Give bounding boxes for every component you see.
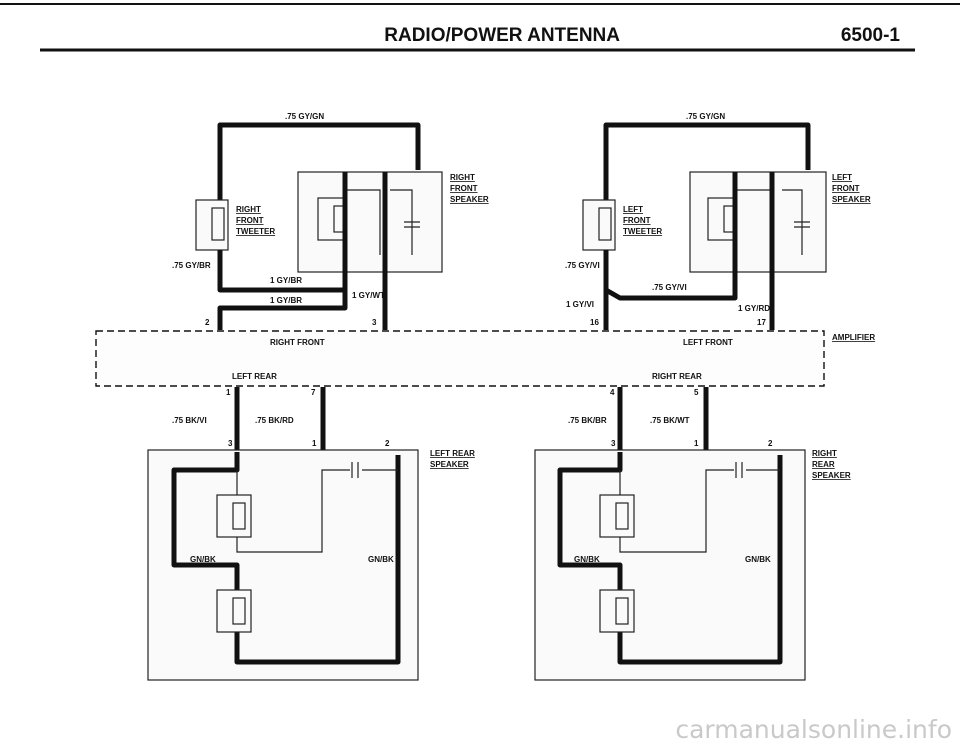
lf-wire-a-label: .75 GY/VI bbox=[652, 283, 687, 292]
lr-capacitor bbox=[351, 462, 359, 478]
lf-wire-a bbox=[603, 250, 738, 330]
rf-wire-b bbox=[217, 290, 348, 330]
rf-wire-a-label: 1 GY/BR bbox=[270, 276, 302, 285]
lf-speaker-label-3: SPEAKER bbox=[832, 195, 871, 204]
lr-term-3: 3 bbox=[228, 439, 233, 448]
lr-pin-b: 7 bbox=[311, 388, 316, 397]
lf-wire-b-label: 1 GY/VI bbox=[566, 300, 594, 309]
rr-speaker-label-3: SPEAKER bbox=[812, 471, 851, 480]
rf-wire-tweeter-label: .75 GY/BR bbox=[172, 261, 211, 270]
lr-speaker-upper-icon bbox=[216, 494, 252, 538]
lf-tweeter-label-3: TWEETER bbox=[623, 227, 662, 236]
lf-speaker-label-1: LEFT bbox=[832, 173, 852, 182]
rr-ground-right-label: GN/BK bbox=[745, 555, 771, 564]
lf-wire-tweeter-label: .75 GY/VI bbox=[565, 261, 600, 270]
rf-wire-top-label: .75 GY/GN bbox=[285, 112, 324, 121]
lf-tweeter-label-2: FRONT bbox=[623, 216, 651, 225]
lf-tweeter-coil bbox=[598, 207, 612, 241]
rf-speaker-label-2: FRONT bbox=[450, 184, 478, 193]
rf-wire-c-label: 1 GY/WT bbox=[352, 291, 385, 300]
lf-tweeter-label-1: LEFT bbox=[623, 205, 643, 214]
rr-ground-left-label: GN/BK bbox=[574, 555, 600, 564]
lr-internal-net bbox=[236, 469, 398, 553]
rr-term-1: 1 bbox=[694, 439, 699, 448]
lf-wire-top-label: .75 GY/GN bbox=[686, 112, 725, 121]
lr-ground-left-label: GN/BK bbox=[190, 555, 216, 564]
rf-wire-top bbox=[217, 122, 421, 240]
rr-term-2: 2 bbox=[768, 439, 773, 448]
left-front-circuit: .75 GY/GN LEFT FRONT SPEAKER LEFT FRONT … bbox=[565, 112, 871, 330]
rr-speaker-lower-coil bbox=[615, 597, 629, 625]
rr-term-3: 3 bbox=[611, 439, 616, 448]
amp-right-front-label: RIGHT FRONT bbox=[270, 338, 325, 347]
rf-speaker-box bbox=[297, 171, 443, 273]
lr-ground-right-label: GN/BK bbox=[368, 555, 394, 564]
lr-speaker-lower-icon bbox=[216, 589, 252, 633]
amplifier-box bbox=[95, 330, 825, 387]
rr-capacitor bbox=[735, 462, 743, 478]
lr-wire-b-label: .75 BK/RD bbox=[255, 416, 294, 425]
amp-right-rear-label: RIGHT REAR bbox=[652, 372, 702, 381]
lr-term-1: 1 bbox=[312, 439, 317, 448]
rf-tweeter-label-2: FRONT bbox=[236, 216, 264, 225]
right-front-circuit: .75 GY/GN RIGHT FRONT SPEAKER RIGHT FRON… bbox=[172, 112, 489, 330]
lr-speaker-upper-coil bbox=[232, 502, 246, 530]
right-rear-circuit: 4 5 .75 BK/BR .75 BK/WT 3 1 2 RIGHT REAR… bbox=[534, 387, 851, 681]
rr-wire-a-label: .75 BK/BR bbox=[568, 416, 607, 425]
rr-speaker-label-2: REAR bbox=[812, 460, 835, 469]
lf-speaker-label-2: FRONT bbox=[832, 184, 860, 193]
rf-speaker-label-3: SPEAKER bbox=[450, 195, 489, 204]
rf-speaker-label-1: RIGHT bbox=[450, 173, 475, 182]
rr-speaker-upper-coil bbox=[615, 502, 629, 530]
amp-left-front-label: LEFT FRONT bbox=[683, 338, 733, 347]
rf-pin-a: 2 bbox=[205, 318, 210, 327]
rr-pin-a: 4 bbox=[610, 388, 615, 397]
lr-speaker-lower-coil bbox=[232, 597, 246, 625]
rr-pin-b: 5 bbox=[694, 388, 699, 397]
rr-speaker-lower-icon bbox=[599, 589, 635, 633]
rr-speaker-upper-icon bbox=[599, 494, 635, 538]
lr-speaker-label-1: LEFT REAR bbox=[430, 449, 475, 458]
lr-wire-a-label: .75 BK/VI bbox=[172, 416, 207, 425]
rf-speaker-internal bbox=[346, 189, 420, 255]
rf-tweeter-label-3: TWEETER bbox=[236, 227, 275, 236]
lr-term-2: 2 bbox=[385, 439, 390, 448]
lf-wire-top bbox=[603, 122, 811, 240]
watermark: carmanualsonline.info bbox=[675, 715, 952, 744]
lr-pin-a: 1 bbox=[226, 388, 231, 397]
rf-tweeter-label-1: RIGHT bbox=[236, 205, 261, 214]
rf-pin-b: 3 bbox=[372, 318, 377, 327]
amplifier-label: AMPLIFIER bbox=[832, 333, 875, 342]
rr-speaker-label-1: RIGHT bbox=[812, 449, 837, 458]
rf-wire-b-label: 1 GY/BR bbox=[270, 296, 302, 305]
lr-wire-ground bbox=[171, 452, 401, 665]
amp-left-rear-label: LEFT REAR bbox=[232, 372, 277, 381]
rr-wire-b-label: .75 BK/WT bbox=[650, 416, 690, 425]
lf-wire-c-label: 1 GY/RD bbox=[738, 304, 770, 313]
rr-internal-net bbox=[619, 469, 780, 553]
lf-pin-b: 17 bbox=[757, 318, 766, 327]
rf-tweeter-coil bbox=[211, 207, 225, 241]
lr-speaker-label-2: SPEAKER bbox=[430, 460, 469, 469]
page-title: RADIO/POWER ANTENNA bbox=[384, 25, 620, 46]
rr-wire-ground bbox=[557, 452, 783, 665]
rf-wire-a bbox=[217, 250, 345, 293]
left-rear-circuit: 1 7 .75 BK/VI .75 BK/RD 3 1 2 LEFT REAR … bbox=[147, 387, 475, 681]
lf-pin-a: 16 bbox=[590, 318, 599, 327]
page-number: 6500-1 bbox=[841, 25, 901, 46]
